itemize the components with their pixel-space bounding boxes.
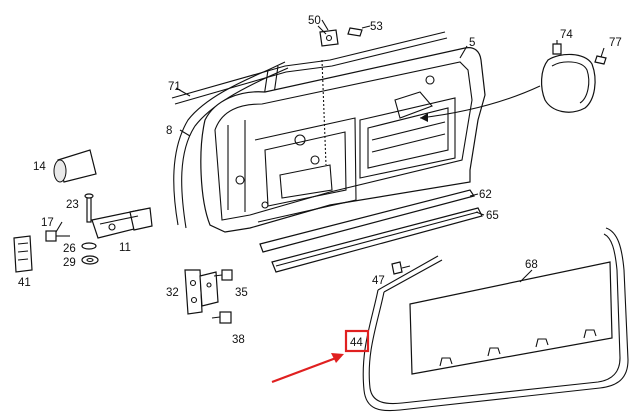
mirror-cover [541, 40, 607, 113]
mirror-bracket [319, 19, 371, 47]
door-seal [362, 227, 629, 412]
callout-47: 47 [372, 275, 385, 287]
callout-68: 68 [525, 259, 538, 271]
callout-5: 5 [469, 37, 475, 49]
leader-arrow-cover [419, 85, 541, 122]
bolt-part [84, 193, 94, 223]
callout-38: 38 [232, 334, 245, 346]
callout-74: 74 [560, 29, 573, 41]
callout-29: 29 [63, 257, 76, 269]
clip-part [391, 261, 411, 275]
callout-71: 71 [168, 81, 181, 93]
callout-14: 14 [33, 161, 46, 173]
red-pointer-arrow [271, 353, 344, 384]
callout-50: 50 [308, 15, 321, 27]
callout-17: 17 [41, 217, 54, 229]
callout-23: 23 [66, 199, 79, 211]
hinge-screw-part [211, 269, 233, 324]
callout-labels: 50 53 5 74 77 71 8 14 23 17 26 29 11 41 … [18, 15, 622, 346]
callout-32: 32 [166, 287, 179, 299]
callout-26: 26 [63, 243, 76, 255]
door-check-part [91, 207, 153, 239]
callout-leaders [55, 25, 533, 283]
trim-panel [409, 261, 613, 375]
callout-44: 44 [350, 337, 363, 349]
callout-77: 77 [609, 37, 622, 49]
hinge-part [184, 269, 219, 315]
callout-11: 11 [119, 242, 131, 254]
washer-part [81, 242, 99, 265]
bumper-part [53, 149, 97, 183]
callout-53: 53 [370, 21, 383, 33]
door-inner-panel [200, 47, 486, 233]
highlight-box [344, 329, 370, 353]
callout-35: 35 [235, 287, 248, 299]
callout-65: 65 [486, 210, 499, 222]
highlighted-callout-44: 44 [344, 329, 370, 353]
callout-62: 62 [479, 189, 492, 201]
screw-part [45, 230, 70, 242]
block-part [13, 235, 33, 273]
sill-strip [259, 189, 483, 273]
callout-8: 8 [166, 125, 172, 137]
callout-41: 41 [18, 277, 31, 289]
